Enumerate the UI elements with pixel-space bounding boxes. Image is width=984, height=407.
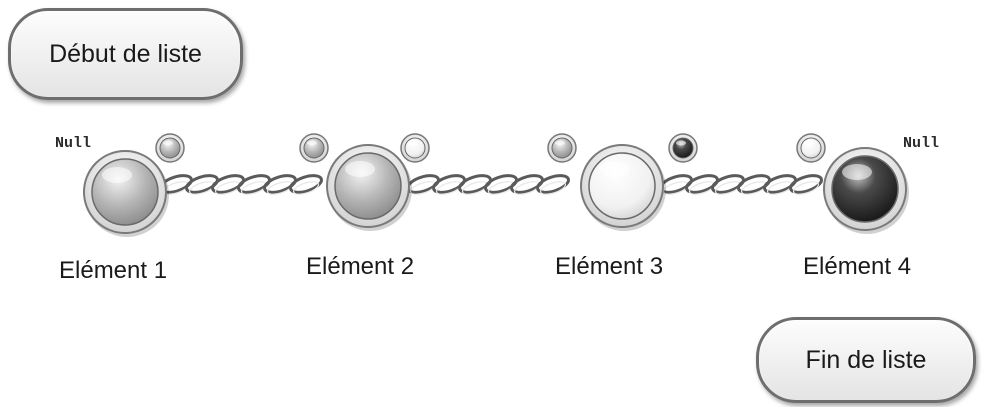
- chain-link: [406, 174, 570, 195]
- chain-ring: [536, 174, 570, 194]
- null-right-label: Null: [903, 135, 940, 152]
- chain-links-group: [159, 174, 823, 195]
- prev-pointer: [547, 133, 577, 163]
- prev-pointer: [796, 133, 826, 163]
- element-label: Elément 1: [59, 257, 168, 284]
- list-end-label: Fin de liste: [805, 345, 927, 374]
- list-start-node: Début de liste: [8, 8, 243, 100]
- nodes-group: [83, 144, 909, 237]
- list-start-label: Début de liste: [49, 39, 202, 68]
- chain-ring: [211, 174, 245, 194]
- chain-highlight: [292, 181, 320, 195]
- chain-highlight: [539, 181, 567, 195]
- element-label: Elément 4: [803, 253, 912, 280]
- chain-ring: [789, 174, 823, 194]
- list-node: [823, 147, 909, 234]
- chain-ring: [185, 174, 219, 194]
- node-shine: [345, 161, 375, 177]
- pointer-shine: [163, 140, 173, 146]
- chain-highlight: [792, 181, 820, 195]
- pointer-shine: [676, 140, 686, 146]
- chain-ring: [237, 174, 271, 194]
- node-shine: [599, 161, 629, 177]
- chain-link: [159, 174, 323, 195]
- chain-ring: [685, 174, 719, 194]
- list-node: [580, 144, 666, 231]
- element-label: Elément 2: [306, 253, 415, 280]
- chain-ring: [484, 174, 518, 194]
- next-pointer: [400, 133, 430, 163]
- chain-link: [659, 174, 823, 195]
- element-label: Elément 3: [555, 253, 664, 280]
- chain-ring: [510, 174, 544, 194]
- chain-ring: [458, 174, 492, 194]
- chain-ring: [711, 174, 745, 194]
- pointer-shine: [307, 140, 317, 146]
- chain-ring: [763, 174, 797, 194]
- node-shine: [842, 164, 872, 180]
- chain-ring: [737, 174, 771, 194]
- list-node: [326, 144, 412, 231]
- chain-ring: [432, 174, 466, 194]
- list-node: [83, 150, 169, 237]
- node-shine: [102, 167, 132, 183]
- next-pointer: [668, 133, 698, 163]
- null-left-label: Null: [55, 135, 92, 152]
- prev-pointer: [155, 133, 185, 163]
- list-end-node: Fin de liste: [756, 317, 976, 403]
- pointer-shine: [408, 140, 418, 146]
- pointer-shine: [555, 140, 565, 146]
- prev-pointer: [299, 133, 329, 163]
- pointer-shine: [804, 140, 814, 146]
- chain-ring: [263, 174, 297, 194]
- pointers-group: [155, 133, 826, 163]
- chain-ring: [289, 174, 323, 194]
